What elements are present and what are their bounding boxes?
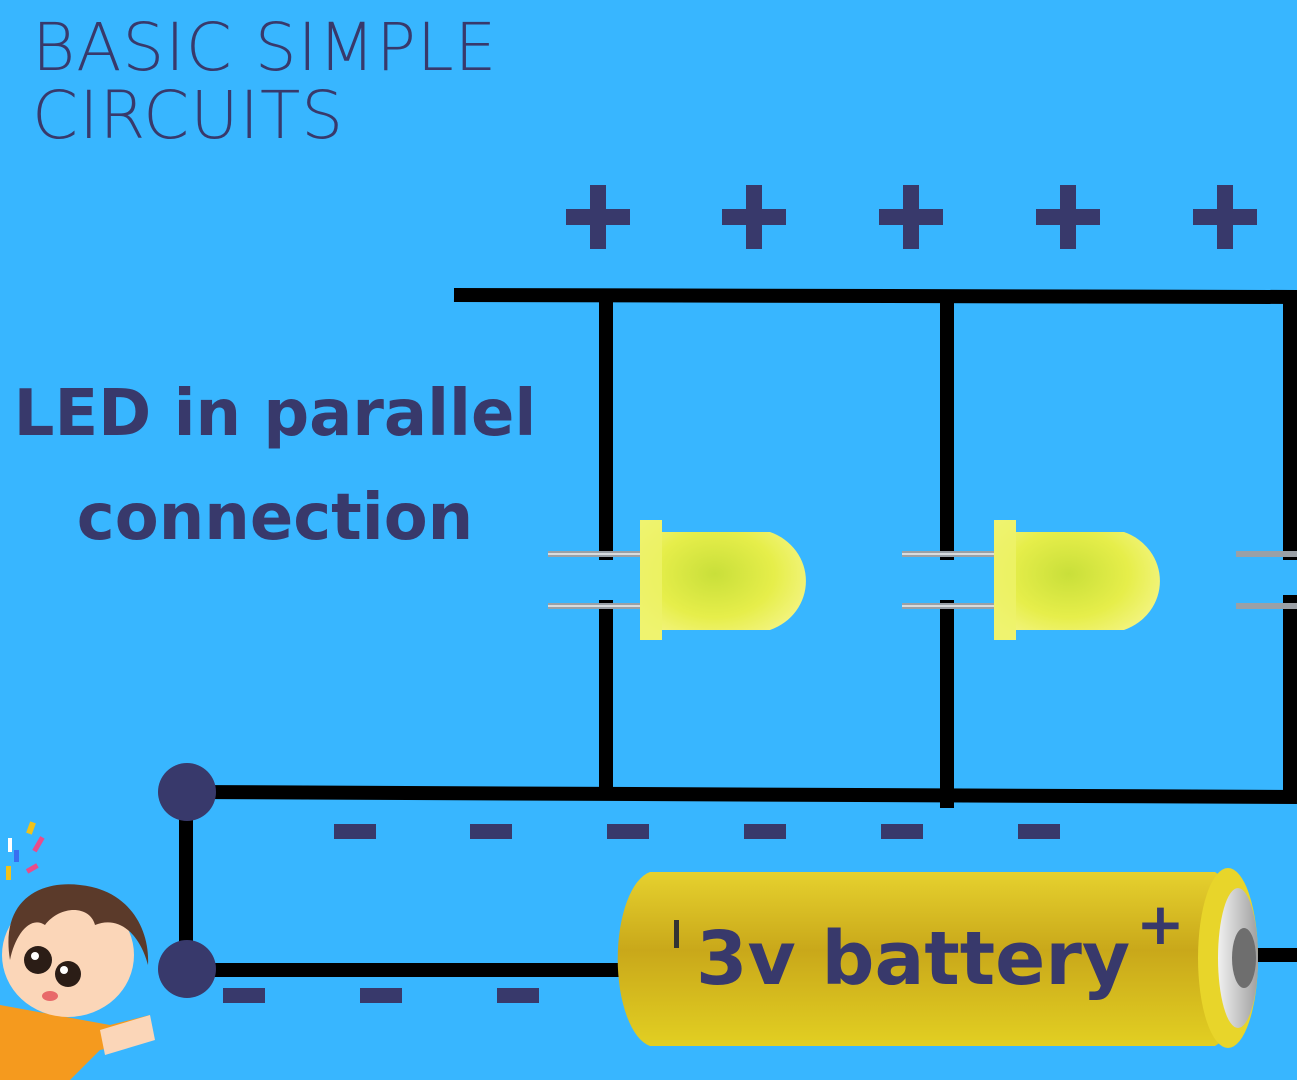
minus-sign [881,824,923,839]
plus-sign [879,185,943,249]
battery-icon [617,868,1258,1048]
negative-rail-wire [187,785,1297,804]
minus-sign [744,824,786,839]
minus-sign [334,824,376,839]
positive-rail-wire [453,288,1297,304]
junction-node [158,940,216,998]
minus-sign [470,824,512,839]
battery-positive-sign: + [1136,890,1185,958]
plus-sign [722,185,786,249]
minus-sign [360,988,402,1003]
plus-sign [1036,185,1100,249]
battery-label: 3v battery+ [696,895,1185,1004]
subtitle-line-2: connection [76,481,474,555]
led-icon [548,520,806,640]
battery-label-text: 3v battery [696,916,1131,1002]
minus-sign [497,988,539,1003]
diagram-subtitle: LED in parallel connection [10,362,540,570]
subtitle-line-1: LED in parallel [13,377,537,451]
plus-sign [1193,185,1257,249]
child-illustration [0,884,155,1080]
page-title: BASIC SIMPLE CIRCUITS [32,14,497,150]
wires [179,288,1297,977]
title-line-2: CIRCUITS [32,77,345,154]
led-icon [902,520,1160,640]
plus-sign [566,185,630,249]
minus-sign [607,824,649,839]
minus-sign [1018,824,1060,839]
confetti-icon [6,821,45,880]
minus-sign [223,988,265,1003]
plus-signs [566,185,1257,249]
led-leads [1236,551,1297,609]
title-line-1: BASIC SIMPLE [32,9,498,86]
junction-node [158,763,216,821]
minus-signs [223,824,1060,1003]
